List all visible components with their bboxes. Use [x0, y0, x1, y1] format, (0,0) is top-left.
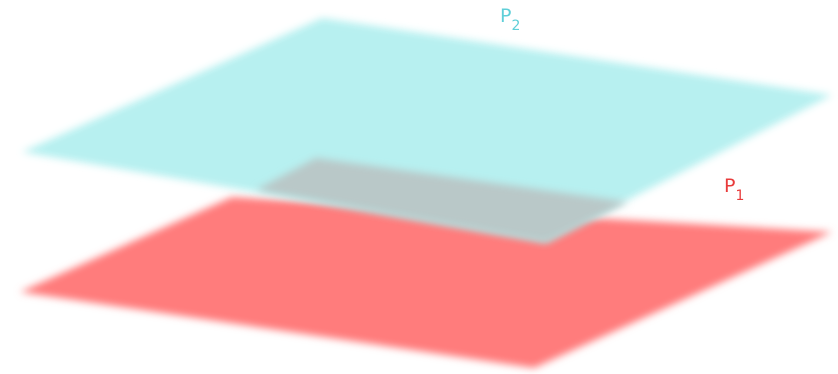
label-p2-letter: P: [500, 5, 511, 27]
plane-p1: [20, 197, 832, 368]
plane-overlap-region: [256, 158, 628, 242]
label-p2: P2: [500, 5, 520, 34]
plane-p2: [22, 18, 832, 242]
label-p2-subscript: 2: [511, 18, 520, 34]
label-p1-subscript: 1: [735, 188, 744, 204]
label-p1: P1: [724, 175, 744, 204]
label-p1-letter: P: [724, 175, 735, 197]
